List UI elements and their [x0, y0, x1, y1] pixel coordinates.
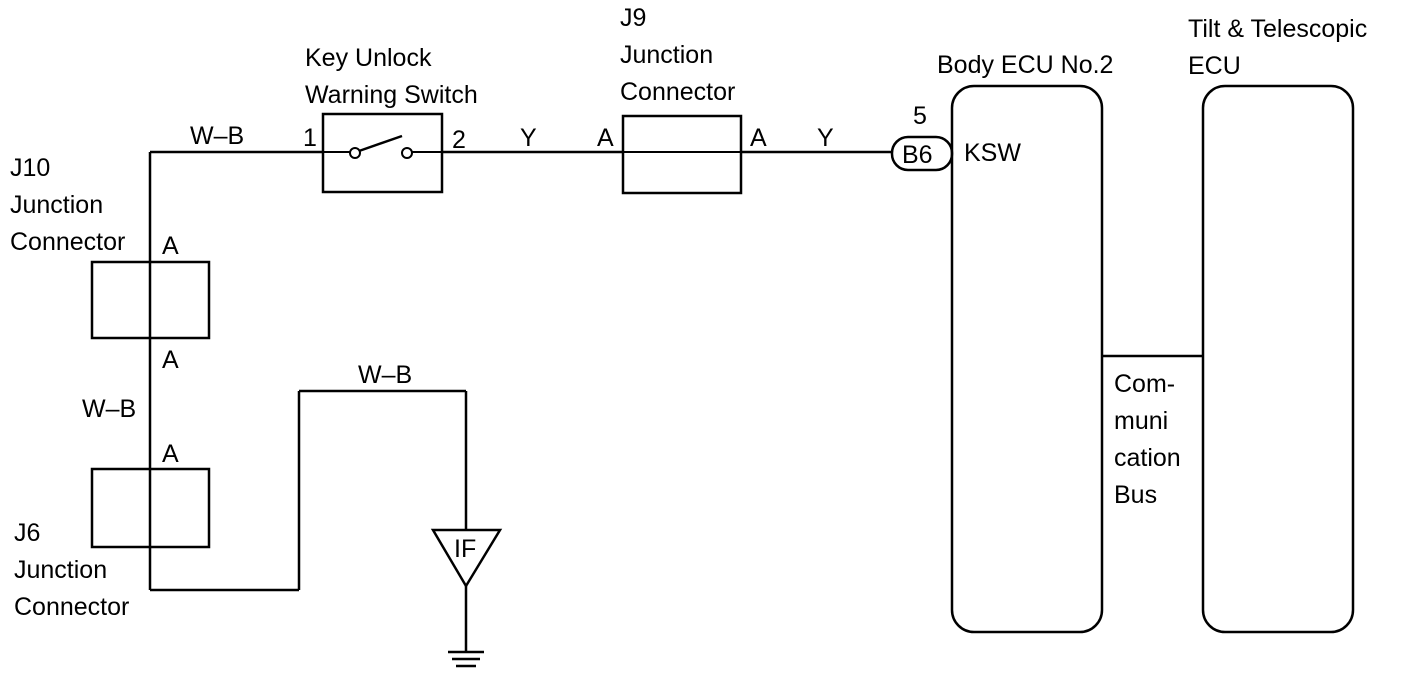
key-unlock-warning-switch: Key Unlock Warning Switch 1 2	[303, 44, 478, 194]
wire-label-y-right: Y	[817, 124, 834, 152]
j10-label-line1: J10	[10, 154, 50, 182]
ksw-terminal: KSW	[964, 139, 1021, 167]
tilt-telescopic-ecu: Tilt & Telescopic ECU	[1188, 15, 1367, 634]
wire-label-wb-left: W–B	[82, 395, 136, 423]
body-ecu-title: Body ECU No.2	[937, 51, 1113, 79]
j9-box	[621, 114, 743, 195]
ground-triangle	[430, 528, 503, 589]
j9-junction-connector: J9 Junction Connector A A	[597, 4, 767, 195]
j10-label-line3: Connector	[10, 228, 125, 256]
switch-contact-left	[349, 147, 361, 159]
comm-bus-line3: cation	[1114, 444, 1181, 472]
j9-label-line3: Connector	[620, 78, 735, 106]
j6-label-line3: Connector	[14, 593, 129, 621]
j9-label-line2: Junction	[620, 41, 713, 69]
body-ecu-box	[950, 84, 1104, 634]
j9-pin-out: A	[750, 124, 767, 152]
j6-label-line1: J6	[14, 519, 40, 547]
body-ecu-no2: Body ECU No.2 B6 5 KSW	[890, 51, 1113, 634]
j10-pin-bottom: A	[162, 346, 179, 374]
j6-box	[90, 467, 211, 549]
wire-label-wb-top: W–B	[190, 122, 244, 150]
comm-bus-line1: Com-	[1114, 370, 1175, 398]
j10-label-line2: Junction	[10, 191, 103, 219]
tilt-ecu-label-line2: ECU	[1188, 52, 1241, 80]
comm-bus-line4: Bus	[1114, 481, 1157, 509]
j10-junction-connector: J10 Junction Connector A A	[10, 154, 211, 374]
ground-point: IF	[430, 528, 503, 668]
switch-pin-1: 1	[303, 124, 317, 152]
wire-label-y-left: Y	[520, 124, 537, 152]
comm-bus-line2: muni	[1114, 407, 1168, 435]
b6-pin-number: 5	[913, 102, 927, 130]
switch-contact-right	[401, 147, 413, 159]
j9-label-line1: J9	[620, 4, 646, 32]
ground-label: IF	[454, 535, 476, 563]
wire-label-wb-ground: W–B	[358, 361, 412, 389]
j10-box	[90, 260, 211, 340]
tilt-ecu-label-line1: Tilt & Telescopic	[1188, 15, 1367, 43]
j9-pin-in: A	[597, 124, 614, 152]
communication-bus-label: Com- muni cation Bus	[1114, 370, 1181, 509]
switch-pin-2: 2	[452, 126, 466, 154]
j6-label-line2: Junction	[14, 556, 107, 584]
switch-label-line1: Key Unlock	[305, 44, 432, 72]
j10-pin-top: A	[162, 232, 179, 260]
wires	[148, 150, 1203, 592]
wire-labels: W–B Y Y W–B W–B	[82, 122, 834, 423]
b6-connector-label: B6	[902, 141, 933, 169]
j6-junction-connector: J6 Junction Connector A	[14, 440, 211, 621]
switch-blade	[358, 134, 403, 153]
switch-label-line2: Warning Switch	[305, 81, 478, 109]
tilt-ecu-box	[1201, 84, 1355, 634]
j6-pin-top: A	[162, 440, 179, 468]
b6-connector	[890, 135, 954, 172]
